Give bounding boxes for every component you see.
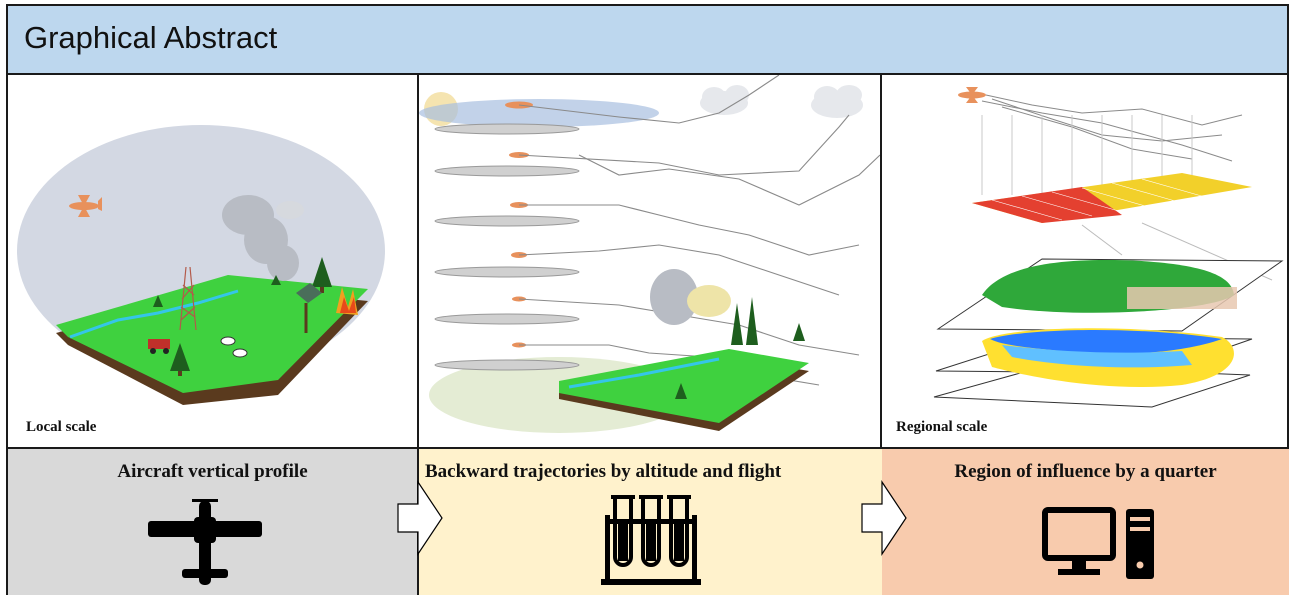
tree-icon [153,257,332,376]
airplane-icon [148,499,262,585]
arrow-right-icon [861,480,907,556]
step-backward-trajectories: Backward trajectories by altitude and fl… [417,447,882,595]
graphical-abstract-frame: Graphical Abstract [6,4,1289,595]
fire-icon [336,287,358,315]
tree-icon [675,297,805,399]
trajectories-panel [417,75,882,447]
heat-grid-lines [991,178,1213,221]
grass-layer [56,275,368,393]
tractor-icon [148,339,170,349]
cow-icon [232,348,248,358]
regional-scale-panel: Regional scale [882,75,1289,447]
step-title: Region of influence by a quarter [954,461,1217,482]
sky-band [419,99,659,127]
step-region-of-influence: Region of influence by a quarter [882,447,1289,595]
arrow-right-icon [397,480,443,556]
house-icon [296,283,322,333]
test-tubes-icon [601,495,701,585]
trajectories-illustration [419,75,880,433]
altitude-disc [434,123,580,371]
map-cool [990,329,1222,354]
step-aircraft-profile: Aircraft vertical profile [8,447,417,595]
local-scale-illustration [17,125,385,405]
grass-layer [559,349,809,423]
local-scale-panel: Local scale [8,75,417,447]
smoke-cloud-icon [222,195,304,281]
header-bar: Graphical Abstract [8,6,1287,75]
airplane-icon [69,195,102,217]
tower-icon [179,266,197,331]
computer-icon [1042,507,1154,579]
page-title: Graphical Abstract [24,20,278,55]
river [69,289,239,339]
trajectory-line [981,94,1243,162]
step-title: Aircraft vertical profile [117,461,308,482]
cow-icon [220,336,236,346]
smoke-cloud-icon [650,269,731,325]
local-scale-label: Local scale [26,419,97,435]
step-title: Backward trajectories by altitude and fl… [425,461,782,482]
cloud-icon [700,85,863,118]
regional-scale-illustration [933,87,1284,408]
river [568,357,720,389]
airplane-icon [958,87,986,103]
map-grid-overlay [1127,287,1237,309]
regional-scale-label: Regional scale [896,419,988,435]
trajectory-line [518,75,880,386]
